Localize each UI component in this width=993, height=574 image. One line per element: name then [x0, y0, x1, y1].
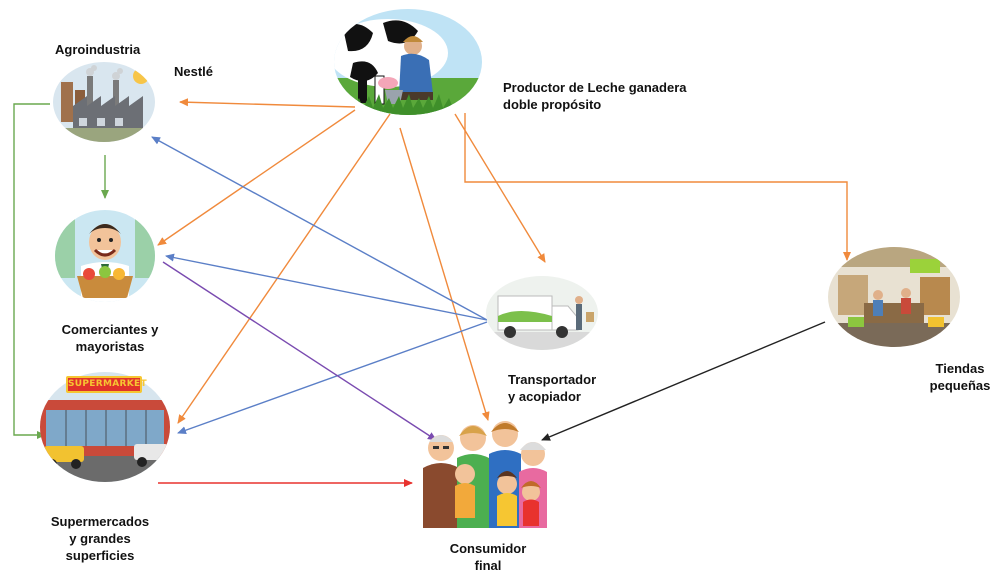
arrow-producer-to-supermarkets: [177, 113, 391, 424]
producer-label-line1: Productor de Leche ganadera: [503, 80, 687, 95]
consumer-label: Consumidor final: [433, 540, 543, 574]
shops-label-line2: pequeñas: [929, 378, 991, 393]
consumer-label-line1: Consumidor: [449, 541, 527, 556]
merchant-image: [55, 210, 155, 302]
arrow-shops-to-consumer: [541, 321, 826, 441]
supermarket-sign: SUPERMARKET: [66, 376, 147, 393]
merchants-label-line1: Comerciantes y: [61, 322, 159, 337]
supermarket-image: [40, 372, 170, 482]
merchants-label: Comerciantes y mayoristas: [55, 321, 165, 355]
consumer-label-line2: final: [474, 558, 502, 573]
shops-label-line1: Tiendas: [935, 361, 985, 376]
arrow-producer-to-consumer: [399, 127, 490, 421]
factory-image: [53, 62, 155, 142]
delivery-van-image: [486, 276, 598, 350]
family-consumer-image: [423, 421, 547, 528]
supermarkets-label-line1: Supermercados: [50, 514, 150, 529]
shops-label: Tiendas pequeñas: [920, 360, 993, 394]
agro-label: Agroindustria: [55, 42, 141, 57]
transporter-label-line1: Transportador: [508, 372, 597, 387]
supermarkets-label-line3: superficies: [65, 548, 135, 563]
arrow-producer-to-transporter: [454, 113, 546, 263]
arrow-agro-to-supermarkets: [13, 103, 50, 439]
transporter-label-line2: y acopiador: [508, 389, 581, 404]
producer-milking-cow-image: [334, 9, 482, 115]
producer-label: Productor de Leche ganadera doble propós…: [503, 79, 687, 113]
producer-label-line2: doble propósito: [503, 97, 602, 112]
arrow-merchants-to-consumer: [162, 261, 437, 441]
merchants-label-line2: mayoristas: [75, 339, 145, 354]
arrow-transporter-to-supermarkets: [177, 321, 488, 435]
arrow-producer-to-shops: [464, 113, 851, 261]
agro-brand-label: Nestlé: [174, 64, 214, 79]
arrow-transporter-to-merchants: [165, 253, 488, 321]
arrow-producer-to-merchants: [157, 109, 356, 246]
small-shop-image: [828, 247, 960, 347]
supermarkets-label-line2: y grandes: [69, 531, 131, 546]
arrow-transporter-to-agro: [151, 136, 488, 321]
supermarkets-label: Supermercados y grandes superficies: [30, 513, 170, 564]
transporter-label: Transportador y acopiador: [508, 371, 596, 405]
arrow-producer-to-agro: [179, 98, 356, 108]
